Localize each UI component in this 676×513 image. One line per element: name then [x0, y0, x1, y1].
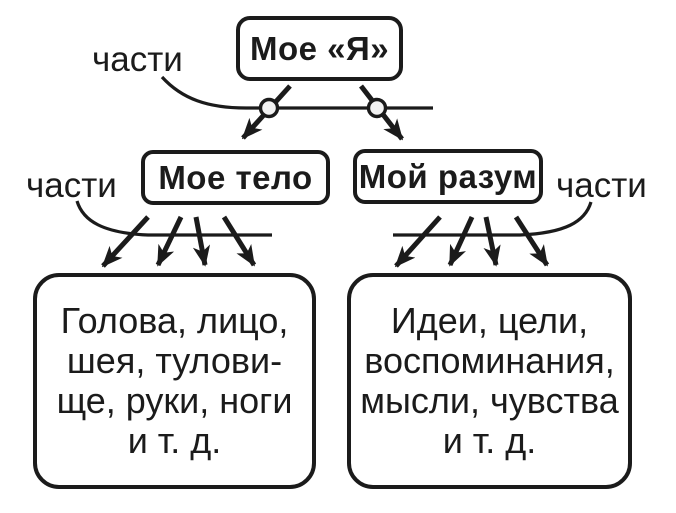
body-items-line: Голова, лицо, [60, 300, 289, 341]
body-items-line: шея, тулови- [66, 340, 283, 381]
parts-label-top: части [92, 40, 183, 79]
left-junction-circle [258, 97, 280, 119]
parts-label-left: части [26, 166, 117, 205]
mind-node-label: Мой разум [358, 157, 538, 195]
mind-fan-arrow-3 [483, 216, 501, 267]
left-branch-curve [75, 200, 272, 237]
mind-node-box: Мой разум [353, 149, 543, 204]
body-fan-arrow-2 [155, 215, 184, 267]
mind-items-line: мысли, чувства [360, 380, 619, 421]
top-branch-curve [160, 75, 433, 110]
mind-items-line: Идеи, цели, [390, 300, 589, 341]
mind-fan-arrow-2 [447, 215, 475, 267]
mind-fan-arrow-1 [394, 215, 442, 268]
body-items-box: Голова, лицо, шея, тулови- ще, руки, ног… [33, 273, 316, 489]
parts-label-right: части [556, 166, 647, 205]
body-items-line: ще, руки, ноги [56, 380, 293, 421]
mind-items-line: воспоминания, [364, 340, 615, 381]
root-node-box: Мое «Я» [236, 16, 403, 81]
body-fan-arrow-1 [101, 215, 150, 268]
mind-items-line: и т. д. [442, 420, 537, 461]
right-branch-curve [393, 201, 593, 237]
body-node-box: Мое тело [141, 150, 330, 205]
mind-items-box: Идеи, цели, воспоминания, мысли, чувства… [347, 273, 632, 489]
body-node-label: Мое тело [158, 158, 313, 196]
right-junction-circle [366, 97, 388, 119]
body-fan-arrow-4 [221, 215, 257, 267]
mind-fan-arrow-4 [513, 215, 550, 267]
body-items-line: и т. д. [127, 420, 222, 461]
root-node-label: Мое «Я» [249, 29, 390, 67]
body-fan-arrow-3 [192, 216, 211, 267]
